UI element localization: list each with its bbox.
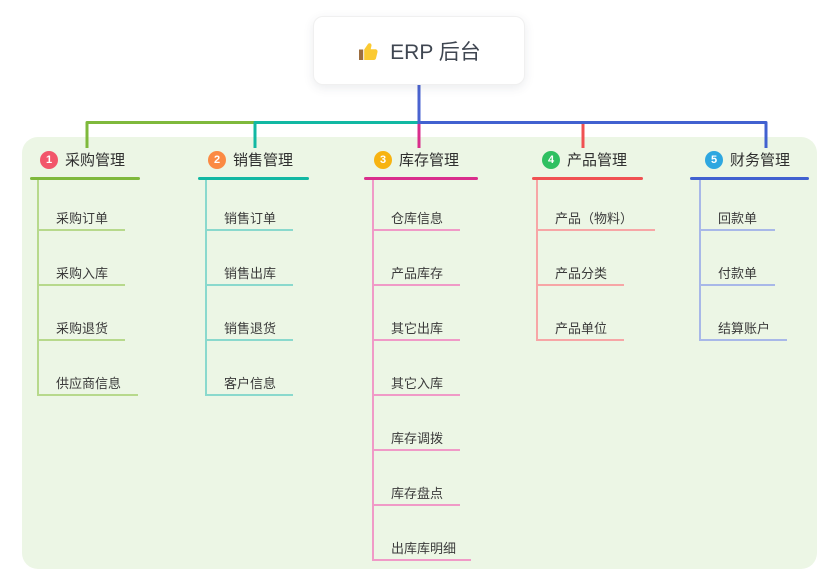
child-node[interactable]: 销售出库 [224,266,277,281]
child-underline [536,284,624,286]
child-node[interactable]: 其它出库 [391,321,444,336]
child-underline [372,284,460,286]
child-node[interactable]: 销售退货 [224,321,277,336]
child-underline [372,559,471,561]
branch-underline [532,177,643,180]
branch-number-badge: 4 [542,150,560,169]
child-node[interactable]: 采购退货 [56,321,109,336]
branch-underline [198,177,309,180]
child-node[interactable]: 付款单 [718,266,758,281]
branch-label: 产品管理 [567,152,628,169]
child-node[interactable]: 仓库信息 [391,211,444,226]
root-title: ERP 后台 [390,40,481,64]
child-node[interactable]: 客户信息 [224,376,277,391]
child-node[interactable]: 采购订单 [56,211,109,226]
child-underline [205,284,293,286]
child-node[interactable]: 出库库明细 [391,541,457,556]
child-underline [699,339,787,341]
branch-underline [364,177,478,180]
branch-number-badge: 2 [208,150,226,169]
child-underline [37,339,125,341]
child-underline [372,339,460,341]
child-underline [372,504,460,506]
child-underline [699,284,775,286]
branch-number-badge: 1 [40,150,58,169]
child-underline [699,229,775,231]
branch-label: 销售管理 [233,152,294,169]
child-underline [536,229,655,231]
child-node[interactable]: 库存调拨 [391,431,444,446]
branch-label: 采购管理 [65,152,126,169]
child-node[interactable]: 结算账户 [718,321,771,336]
child-node[interactable]: 产品（物料） [555,211,634,226]
child-node[interactable]: 销售订单 [224,211,277,226]
branch-number-badge: 5 [705,150,723,169]
branch-label: 库存管理 [399,152,460,169]
child-node[interactable]: 采购入库 [56,266,109,281]
branch-underline [690,177,809,180]
branch-spine [536,180,538,341]
child-node[interactable]: 产品单位 [555,321,608,336]
branch-header-finance[interactable]: 5 财务管理 [705,150,790,169]
child-underline [536,339,624,341]
child-underline [37,284,125,286]
branch-header-product[interactable]: 4 产品管理 [542,150,627,169]
branch-spine [37,180,39,396]
branch-header-sales[interactable]: 2 销售管理 [208,150,293,169]
branch-label: 财务管理 [730,152,791,169]
child-underline [37,394,138,396]
child-underline [205,339,293,341]
child-node[interactable]: 产品库存 [391,266,444,281]
branch-spine [372,180,374,561]
branch-underline [30,177,140,180]
child-underline [205,394,293,396]
child-underline [372,394,460,396]
child-node[interactable]: 库存盘点 [391,486,444,501]
child-underline [372,449,460,451]
branch-header-purchase[interactable]: 1 采购管理 [40,150,125,169]
branch-spine [699,180,701,341]
branches-panel-background [22,137,817,569]
root-node[interactable]: ERP 后台 [313,16,525,85]
child-node[interactable]: 产品分类 [555,266,608,281]
child-node[interactable]: 其它入库 [391,376,444,391]
thumbs-up-icon [357,39,381,63]
branch-number-badge: 3 [374,150,392,169]
child-underline [37,229,125,231]
branch-header-inventory[interactable]: 3 库存管理 [374,150,459,169]
child-node[interactable]: 回款单 [718,211,758,226]
child-node[interactable]: 供应商信息 [56,376,122,391]
branch-spine [205,180,207,396]
child-underline [205,229,293,231]
child-underline [372,229,460,231]
